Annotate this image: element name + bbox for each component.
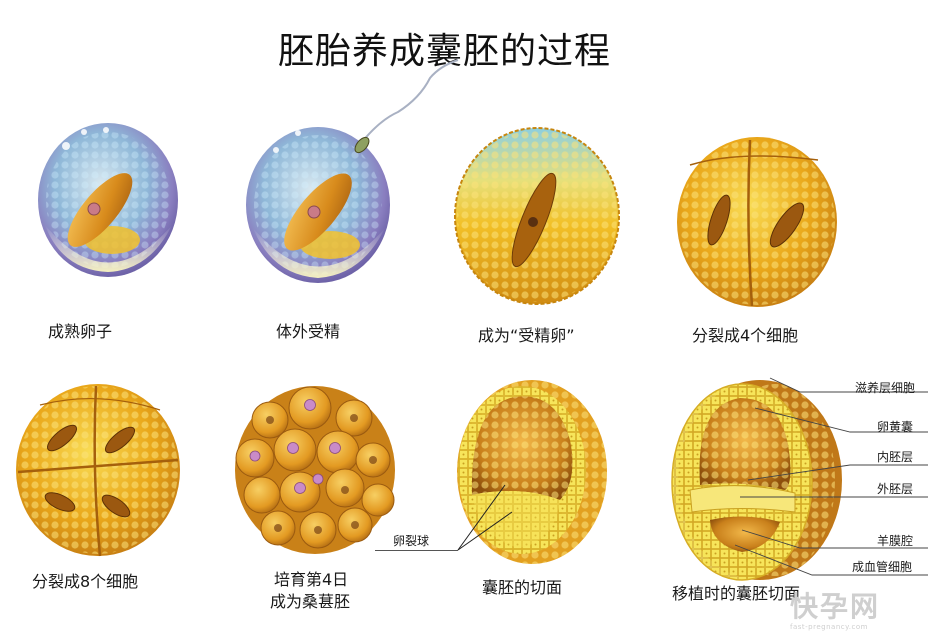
stage-label-implant-blastocyst: 移植时的囊胚切面 bbox=[672, 584, 801, 603]
watermark-logo: 快孕网 bbox=[790, 590, 881, 623]
annotation-angioblast: 成血管细胞 bbox=[852, 560, 913, 574]
stage-label-mature-egg: 成熟卵子 bbox=[48, 322, 113, 341]
morula-illustration bbox=[235, 386, 395, 554]
annotation-trophoblast: 滋养层细胞 bbox=[855, 381, 916, 395]
eight-cell-illustration bbox=[16, 384, 180, 557]
stage-label-four-cell: 分裂成4个细胞 bbox=[692, 326, 799, 345]
annotation-endoderm: 内胚层 bbox=[877, 450, 914, 464]
fertilization-illustration bbox=[246, 59, 459, 283]
implant-blastocyst-illustration bbox=[671, 377, 928, 581]
annotation-amniotic-cavity: 羊膜腔 bbox=[877, 534, 914, 548]
stage-label-eight-cell: 分裂成8个细胞 bbox=[32, 572, 139, 591]
watermark: 快孕网 fast-pregnancy.com bbox=[790, 585, 880, 631]
stage-label-fertilized-egg: 成为“受精卵” bbox=[478, 326, 575, 345]
mature-egg-illustration bbox=[38, 123, 178, 277]
stage-label-morula-line1: 培育第4日 bbox=[274, 570, 349, 589]
blastocyst-section-illustration bbox=[457, 380, 607, 564]
annotation-blastomere: 卵裂球 bbox=[393, 534, 430, 548]
fertilized-egg-illustration bbox=[454, 127, 620, 305]
watermark-url: fast-pregnancy.com bbox=[790, 623, 868, 631]
stage-label-fertilization: 体外受精 bbox=[276, 322, 341, 341]
stage-label-blastocyst-section: 囊胚的切面 bbox=[482, 578, 563, 597]
annotation-ectoderm: 外胚层 bbox=[877, 482, 914, 496]
annotation-blastomere-line bbox=[375, 550, 458, 551]
annotation-yolk-sac: 卵黄囊 bbox=[877, 420, 914, 434]
four-cell-illustration bbox=[677, 137, 837, 307]
stage-label-morula-line2: 成为桑葚胚 bbox=[270, 592, 351, 611]
